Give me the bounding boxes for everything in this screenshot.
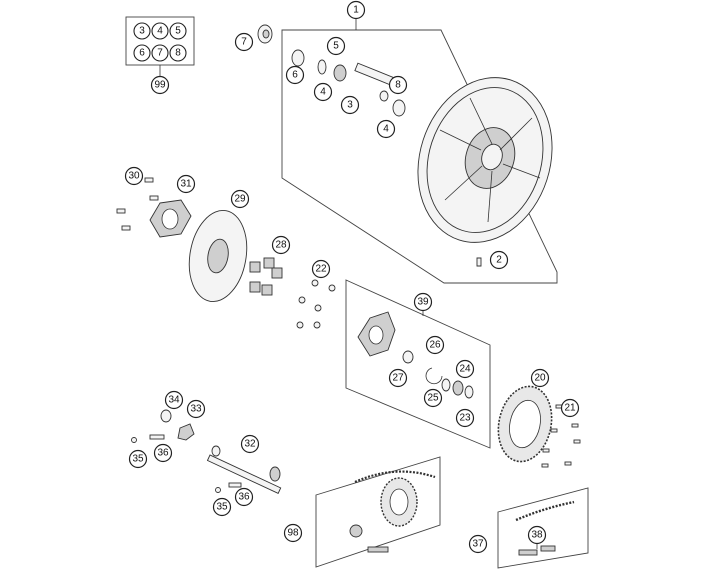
callout-33[interactable]: 33: [186, 399, 206, 419]
callout-2[interactable]: 2: [489, 250, 509, 270]
callout-27[interactable]: 27: [388, 368, 408, 388]
callout-1[interactable]: 1: [346, 0, 366, 20]
svg-text:37: 37: [472, 539, 484, 550]
callout-5[interactable]: 5: [326, 36, 346, 56]
svg-text:1: 1: [353, 5, 359, 16]
svg-text:5: 5: [333, 41, 339, 52]
svg-text:3: 3: [139, 26, 145, 37]
svg-text:33: 33: [190, 404, 202, 415]
kit-box: 3 4 5 6 7 8: [125, 16, 195, 77]
svg-text:34: 34: [168, 395, 180, 406]
chain-panel: [497, 487, 589, 569]
wheel-panel: [281, 18, 558, 284]
callout-36a[interactable]: 36: [153, 443, 173, 463]
svg-text:21: 21: [564, 403, 576, 414]
callout-24[interactable]: 24: [455, 359, 475, 379]
callout-29[interactable]: 29: [230, 189, 250, 209]
svg-text:27: 27: [392, 373, 404, 384]
kit-item-4[interactable]: 4: [151, 22, 169, 40]
svg-text:30: 30: [128, 171, 140, 182]
svg-text:98: 98: [287, 528, 299, 539]
rear-wheel: [417, 77, 553, 243]
kit-item-8[interactable]: 8: [169, 44, 187, 62]
callout-7[interactable]: 7: [234, 32, 254, 52]
kit-item-6[interactable]: 6: [133, 44, 151, 62]
callout-38[interactable]: 38: [527, 525, 547, 545]
chain-kit-panel: [315, 456, 441, 568]
callout-39[interactable]: 39: [413, 292, 433, 312]
callout-35a[interactable]: 35: [128, 449, 148, 469]
svg-text:35: 35: [216, 502, 228, 513]
svg-text:99: 99: [154, 80, 166, 91]
callout-3[interactable]: 3: [340, 95, 360, 115]
callout-21[interactable]: 21: [560, 398, 580, 418]
svg-text:8: 8: [175, 48, 181, 59]
svg-text:29: 29: [234, 194, 246, 205]
callout-37[interactable]: 37: [468, 534, 488, 554]
sprocket-screws: [541, 404, 581, 468]
callout-23[interactable]: 23: [455, 408, 475, 428]
svg-text:39: 39: [417, 297, 429, 308]
callout-25[interactable]: 25: [423, 388, 443, 408]
svg-text:32: 32: [244, 439, 256, 450]
callout-8[interactable]: 8: [388, 75, 408, 95]
svg-text:7: 7: [241, 37, 247, 48]
svg-text:6: 6: [292, 70, 298, 81]
callout-4b[interactable]: 4: [376, 119, 396, 139]
nuts: [296, 279, 336, 329]
callout-26[interactable]: 26: [425, 335, 445, 355]
callout-99[interactable]: 99: [150, 75, 170, 95]
svg-text:25: 25: [427, 393, 439, 404]
chain-adjuster-left: [131, 409, 195, 443]
wheel-spindle: [206, 445, 282, 495]
callout-28[interactable]: 28: [271, 235, 291, 255]
svg-text:35: 35: [132, 454, 144, 465]
svg-text:26: 26: [429, 340, 441, 351]
svg-text:28: 28: [275, 240, 287, 251]
rear-sprocket: [497, 385, 553, 463]
callout-32[interactable]: 32: [240, 434, 260, 454]
svg-text:3: 3: [347, 100, 353, 111]
callout-20[interactable]: 20: [530, 368, 550, 388]
callout-98[interactable]: 98: [283, 523, 303, 543]
callout-34[interactable]: 34: [164, 390, 184, 410]
kit-item-3[interactable]: 3: [133, 22, 151, 40]
callout-30[interactable]: 30: [124, 166, 144, 186]
svg-text:31: 31: [180, 179, 192, 190]
brake-disc: [188, 209, 248, 303]
callout-4a[interactable]: 4: [313, 82, 333, 102]
kit-item-7[interactable]: 7: [151, 44, 169, 62]
svg-text:23: 23: [459, 413, 471, 424]
svg-text:20: 20: [534, 373, 546, 384]
callout-22[interactable]: 22: [311, 259, 331, 279]
brake-disc-carrier: [116, 177, 192, 238]
svg-text:24: 24: [459, 364, 471, 375]
svg-text:36: 36: [157, 448, 169, 459]
svg-text:8: 8: [395, 80, 401, 91]
svg-text:38: 38: [531, 530, 543, 541]
sprocket-carrier-panel: [345, 279, 491, 449]
svg-text:22: 22: [315, 264, 327, 275]
callout-35b[interactable]: 35: [212, 497, 232, 517]
callout-31[interactable]: 31: [176, 174, 196, 194]
callout-6[interactable]: 6: [285, 65, 305, 85]
svg-text:4: 4: [383, 124, 389, 135]
svg-text:6: 6: [139, 48, 145, 59]
kit-item-5[interactable]: 5: [169, 22, 187, 40]
svg-text:36: 36: [238, 492, 250, 503]
seal-7: [257, 24, 273, 44]
svg-text:4: 4: [157, 26, 163, 37]
svg-text:4: 4: [320, 87, 326, 98]
svg-text:2: 2: [496, 255, 502, 266]
svg-text:7: 7: [157, 48, 163, 59]
svg-text:5: 5: [175, 26, 181, 37]
damper-rubbers: [249, 257, 283, 296]
chain-adjuster-right: [215, 482, 242, 493]
callout-36b[interactable]: 36: [234, 487, 254, 507]
